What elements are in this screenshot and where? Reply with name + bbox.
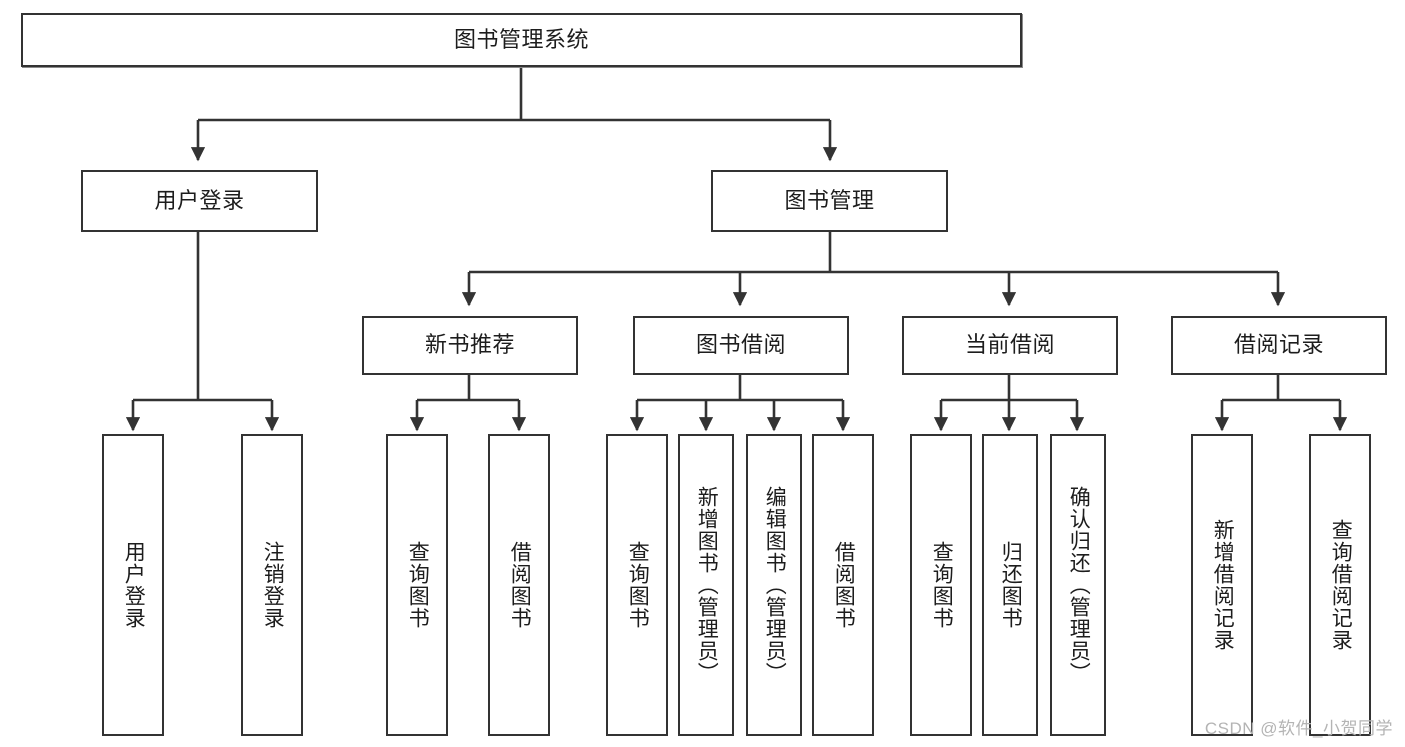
leaf-add-book-admin[interactable]: 新增图书（管理员） [678, 434, 734, 736]
leaf-logout[interactable]: 注销登录 [241, 434, 303, 736]
node-label: 借阅图书 [508, 541, 532, 629]
leaf-borrow-books-newbook[interactable]: 借阅图书 [488, 434, 550, 736]
node-borrowing-records[interactable]: 借阅记录 [1171, 316, 1387, 375]
node-label: 图书管理 [784, 187, 875, 213]
leaf-query-books-borrowing[interactable]: 查询图书 [606, 434, 668, 736]
node-current-borrowing[interactable]: 当前借阅 [902, 316, 1118, 375]
node-label: 查询图书 [406, 541, 430, 629]
leaf-inner: 查询图书 [388, 436, 446, 734]
leaf-inner: 查询借阅记录 [1311, 436, 1369, 734]
leaf-inner: 注销登录 [243, 436, 301, 734]
leaf-query-books-newbook[interactable]: 查询图书 [386, 434, 448, 736]
leaf-inner: 新增借阅记录 [1193, 436, 1251, 734]
node-label: 用户登录 [122, 541, 146, 629]
leaf-inner: 查询图书 [912, 436, 970, 734]
node-label: 当前借阅 [964, 332, 1055, 358]
node-label: 编辑图书（管理员） [763, 486, 787, 684]
node-label: 新增图书（管理员） [695, 486, 719, 684]
node-label: 借阅图书 [832, 541, 856, 629]
leaf-borrow-books-borrowing[interactable]: 借阅图书 [812, 434, 874, 736]
leaf-inner: 用户登录 [104, 436, 162, 734]
leaf-inner: 借阅图书 [814, 436, 872, 734]
node-label: 借阅记录 [1233, 332, 1324, 358]
leaf-inner: 归还图书 [984, 436, 1036, 734]
leaf-inner: 借阅图书 [490, 436, 548, 734]
node-label: 查询借阅记录 [1329, 519, 1353, 651]
node-label: 注销登录 [261, 541, 285, 629]
node-book-borrowing[interactable]: 图书借阅 [633, 316, 849, 375]
node-label: 查询图书 [930, 541, 954, 629]
node-label: 图书管理系统 [453, 26, 589, 52]
leaf-inner: 查询图书 [608, 436, 666, 734]
node-label: 新书推荐 [424, 332, 515, 358]
leaf-user-login[interactable]: 用户登录 [102, 434, 164, 736]
node-root-library-system[interactable]: 图书管理系统 [21, 13, 1022, 67]
leaf-return-books[interactable]: 归还图书 [982, 434, 1038, 736]
node-label: 新增借阅记录 [1211, 519, 1235, 651]
csdn-watermark: CSDN @软件_小贺同学 [1204, 719, 1393, 738]
node-label: 用户登录 [154, 187, 245, 213]
leaf-inner: 编辑图书（管理员） [748, 436, 800, 734]
node-label: 查询图书 [626, 541, 650, 629]
leaf-add-borrow-record[interactable]: 新增借阅记录 [1191, 434, 1253, 736]
node-new-book-recommendation[interactable]: 新书推荐 [362, 316, 578, 375]
node-book-management[interactable]: 图书管理 [711, 170, 948, 232]
leaf-inner: 确认归还（管理员） [1052, 436, 1104, 734]
node-user-login[interactable]: 用户登录 [81, 170, 318, 232]
node-label: 图书借阅 [695, 332, 786, 358]
leaf-confirm-return-admin[interactable]: 确认归还（管理员） [1050, 434, 1106, 736]
leaf-edit-book-admin[interactable]: 编辑图书（管理员） [746, 434, 802, 736]
node-label: 确认归还（管理员） [1067, 486, 1091, 684]
leaf-query-books-current[interactable]: 查询图书 [910, 434, 972, 736]
leaf-inner: 新增图书（管理员） [680, 436, 732, 734]
node-label: 归还图书 [999, 541, 1023, 629]
leaf-query-borrow-record[interactable]: 查询借阅记录 [1309, 434, 1371, 736]
